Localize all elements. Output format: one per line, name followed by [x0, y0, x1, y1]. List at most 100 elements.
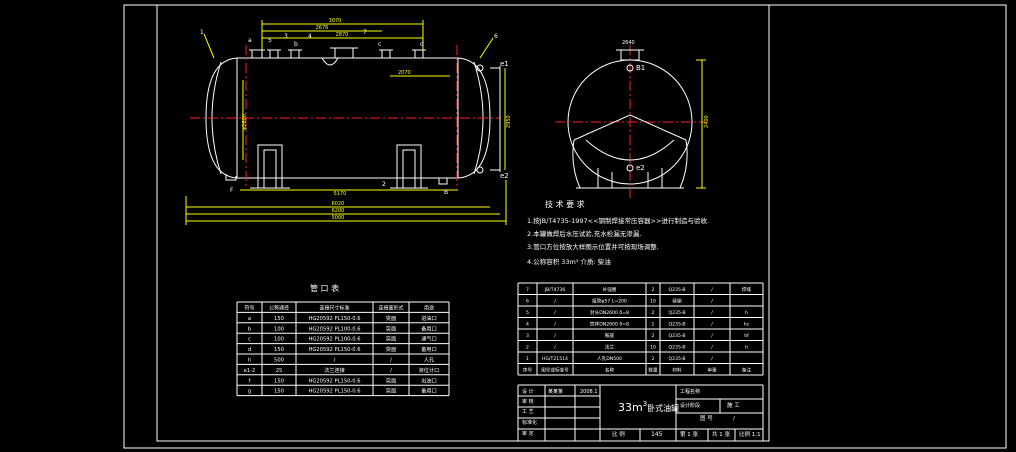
tb-total: 共 1 张 [712, 430, 730, 438]
nozzle-cell: HG20592 PL150-0.6 [308, 378, 360, 384]
parts-cell: 10 [650, 345, 656, 351]
nozzle-table-title: 管 口 表 [310, 283, 339, 293]
nozzle-cell: HG20592 PL100-0.6 [308, 326, 360, 332]
parts-cell: 2 [652, 310, 655, 316]
front-view: 3070 2676 2870 2070 5170 6020 6200 5000 … [185, 18, 512, 225]
parts-cell: 筒体DN2600 δ=8 [590, 321, 629, 328]
parts-cell: 材料 [672, 367, 682, 374]
tb-row-2: 工 艺 [522, 409, 534, 415]
nozzle-cell: 备用口 [421, 324, 437, 332]
parts-cell: 7 [526, 287, 529, 293]
nozzle-cell: 突面 [386, 387, 396, 395]
nozzle-cell: g [248, 389, 251, 395]
parts-cell: / [711, 356, 713, 362]
label-e1: e1 [500, 60, 509, 68]
nozzle-cell: 人孔 [424, 356, 435, 364]
tb-stage-label: 设计阶段 [680, 402, 700, 409]
parts-cell: Q235-B [668, 356, 685, 362]
side-dims [696, 59, 706, 189]
parts-cell: 封头DN2600 δ=8 [590, 309, 629, 316]
dim-bot3: 6200 [332, 208, 345, 214]
nozzle-cell: e1-2 [244, 368, 256, 374]
nozzle-cell: 25 [276, 368, 283, 374]
label-c: c [378, 41, 381, 48]
parts-cell: Q235-B [668, 333, 685, 339]
nozzle-cell: 备用口 [421, 345, 437, 353]
parts-cell: 补强圈 [603, 286, 617, 293]
parts-cell: 2 [526, 345, 529, 351]
parts-cell: / [554, 310, 556, 316]
parts-cell: / [711, 287, 713, 293]
outer-frame [123, 4, 1007, 449]
level-gauge [476, 64, 501, 174]
dim-bot4: 5000 [332, 215, 345, 221]
side-view: B1 e2 2640 2400 [555, 40, 710, 198]
parts-cell: / [554, 322, 556, 328]
parts-cell: 10 [650, 299, 656, 305]
nozzle-cell: 突面 [386, 324, 396, 332]
nozzle-cell: / [390, 368, 392, 374]
parts-cell: 5 [526, 310, 529, 316]
parts-cell: hf [744, 333, 749, 339]
label-g: B [444, 189, 448, 196]
inner-pipe [321, 57, 339, 66]
parts-cell: Q235-B [668, 310, 685, 316]
bottom-nozzles [225, 174, 448, 185]
nozzle-cell: 用途 [424, 305, 434, 312]
nozzle-cell: 备用口 [421, 387, 437, 395]
label-d: d [420, 41, 424, 48]
tb-row-1: 审 核 [522, 398, 534, 405]
tb-row-3: 标准化 [522, 419, 537, 426]
nozzle-cell: / [390, 358, 392, 364]
parts-cell: 数量 [648, 367, 658, 374]
nozzle-cell: 500 [274, 358, 284, 364]
nozzle-cell: HG20592 PL150-0.6 [308, 316, 360, 322]
nozzle-cell: d [248, 347, 251, 353]
nozzle-cell: 公称通径 [269, 305, 289, 312]
nozzle-cell: 150 [274, 389, 284, 395]
tb-date: 2008.1 [580, 389, 598, 395]
tb-sheet: 第 1 张 [680, 430, 698, 438]
parts-cell: / [711, 322, 713, 328]
nozzle-cell: 150 [274, 347, 284, 353]
saddles [250, 144, 428, 189]
tb-stage: 施 工 [727, 401, 740, 409]
nozzle-cell: / [334, 358, 336, 364]
label-7: 7 [363, 29, 367, 36]
dim-h1: 2950 [506, 115, 512, 128]
nozzle-cell: HG20592 PL150-0.6 [308, 347, 360, 353]
label-f: F [230, 187, 234, 194]
nozzle-cell: 100 [274, 326, 284, 332]
nozzle-cell: 出油口 [421, 376, 437, 384]
parts-cell: Q235-B [668, 322, 685, 328]
parts-cell: 碳钢 [672, 298, 682, 305]
nozzle-cell: 突面 [386, 335, 396, 343]
nozzle-cell: HG20592 PL100-0.6 [308, 337, 360, 343]
dim-inner: φ2600 [242, 114, 248, 130]
nozzle-cell: 法兰连接 [324, 366, 345, 374]
tb-row-0: 设 计 [522, 388, 534, 395]
nozzle-cell: 150 [274, 316, 284, 322]
tech-line-1: 1.按JB/T4735-1997<<钢制焊接常压容器>>进行制造与验收. [527, 216, 709, 225]
label-5: 5 [268, 37, 272, 44]
parts-cell: 2 [652, 287, 655, 293]
nozzle-cell: 突面 [386, 376, 396, 384]
nozzle-cell: f [249, 378, 251, 384]
tech-line-2: 2.本罐做焊后水压试验,充水检漏无渗漏. [527, 229, 641, 238]
label-2: 2 [382, 181, 386, 188]
nozzle-cell: 突面 [386, 314, 396, 322]
parts-cell: 名称 [605, 367, 615, 374]
dim-top1: 3070 [329, 18, 342, 24]
dim-d1: 2070 [398, 70, 411, 76]
title-block: 33m3卧式油罐 设 计 审 核 工 艺 标准化 审 定 某某某 2008.1 … [517, 384, 764, 442]
side-nozzle-label: 2640 [622, 40, 635, 46]
parts-cell: 2 [652, 356, 655, 362]
dim-top2: 2676 [316, 25, 329, 31]
parts-cell: / [554, 299, 556, 305]
tb-weight: 145 [651, 431, 663, 438]
parts-cell: / [711, 345, 713, 351]
saddle-arc [585, 139, 675, 161]
nozzle-cell: a [248, 316, 251, 322]
nozzle-cell: b [248, 326, 252, 332]
